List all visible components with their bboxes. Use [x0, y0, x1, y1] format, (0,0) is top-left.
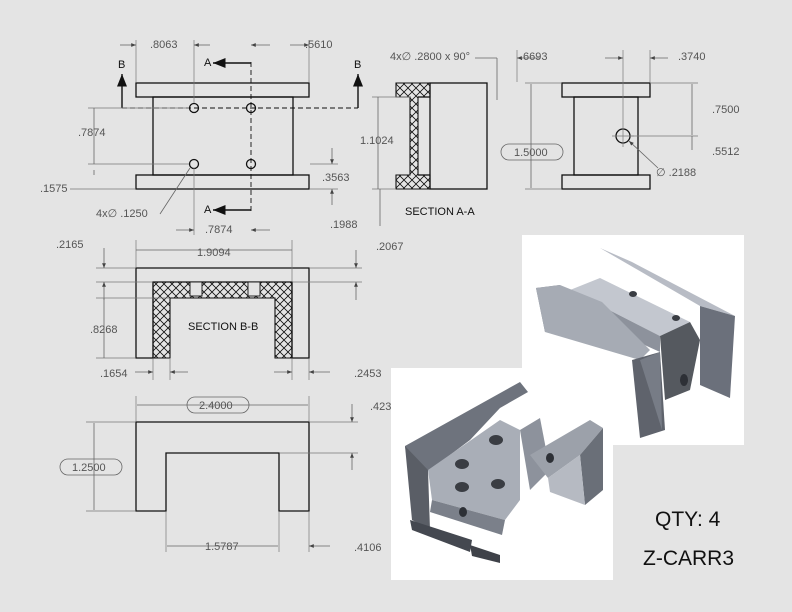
qty-note: QTY: 4	[655, 508, 721, 531]
bottom-inner-width: 1.5787	[205, 541, 239, 553]
bottom-right-top: .4233	[370, 401, 398, 413]
dim-bottom: .7874	[205, 224, 233, 236]
bottom-view-outline	[135, 421, 310, 512]
side-view: .6693 .3740 1.5000 .7500 .5512 ∅ .2188	[500, 50, 740, 190]
side-height-balloon	[500, 143, 564, 161]
side-dim-top-right: .3740	[678, 51, 706, 63]
side-bottom-flange	[561, 174, 651, 190]
isometric-render-top	[522, 235, 744, 445]
body	[152, 96, 294, 176]
side-dim-top-left: .6693	[520, 51, 548, 63]
section-aa-view: 4x∅ .2800 x 90° 1.1024 .1988 SECTION A-A	[330, 51, 498, 231]
top-flange	[135, 82, 310, 98]
section-aa-hatch	[395, 82, 431, 190]
section-bb-width: 1.9094	[197, 247, 231, 259]
front-view: A A B B .8063 .5610 .7874 .1575 .3563 4x…	[40, 39, 364, 236]
section-aa-body	[429, 82, 488, 190]
section-aa-height: 1.1024	[360, 135, 394, 147]
bottom-height-balloon	[59, 458, 123, 476]
side-dim-right-lower: .5512	[712, 146, 740, 158]
section-bb-bottom-left: .1654	[100, 368, 128, 380]
dim-right-small: .3563	[322, 172, 350, 184]
section-mark-a-bottom: A	[204, 204, 212, 216]
bottom-height: 1.2500	[72, 462, 106, 474]
bottom-width-balloon	[186, 396, 250, 414]
side-top-flange	[561, 82, 651, 98]
section-bb-top-left: .2165	[56, 239, 84, 251]
section-aa-callout: 4x∅ .2800 x 90°	[390, 51, 470, 63]
side-dim-height: 1.5000	[514, 147, 548, 159]
section-bb-bottom-right: .2453	[354, 368, 382, 380]
section-bb-height: .8268	[90, 324, 118, 336]
section-aa-title: SECTION A-A	[405, 206, 475, 218]
section-bb-title: SECTION B-B	[188, 321, 258, 333]
section-aa-bottom: .1988	[330, 219, 358, 231]
section-mark-b-right: B	[354, 59, 361, 71]
isometric-render-bottom	[391, 368, 613, 580]
dim-left-height: .7874	[78, 127, 106, 139]
side-dim-hole: ∅ .2188	[656, 167, 696, 179]
part-number: Z-CARR3	[643, 547, 734, 570]
section-bb-view: SECTION B-B 1.9094 .2165 .2067 .8268 .16…	[56, 239, 404, 380]
dim-top-right: .5610	[305, 39, 333, 51]
bottom-right-bottom: .4106	[354, 542, 382, 554]
dim-left-offset: .1575	[40, 183, 68, 195]
dim-hole-callout: 4x∅ .1250	[96, 208, 148, 220]
bottom-flange	[135, 174, 310, 190]
side-dim-right-upper: .7500	[712, 104, 740, 116]
section-bb-top-right: .2067	[376, 241, 404, 253]
hole	[188, 158, 200, 170]
section-bb-hatch	[152, 281, 293, 359]
dim-top-left: .8063	[150, 39, 178, 51]
bottom-width: 2.4000	[199, 400, 233, 412]
section-mark-b-left: B	[118, 59, 125, 71]
section-mark-a-top: A	[204, 57, 212, 69]
bottom-view: 2.4000 .4233 1.2500 1.5787 .4106	[59, 396, 398, 554]
